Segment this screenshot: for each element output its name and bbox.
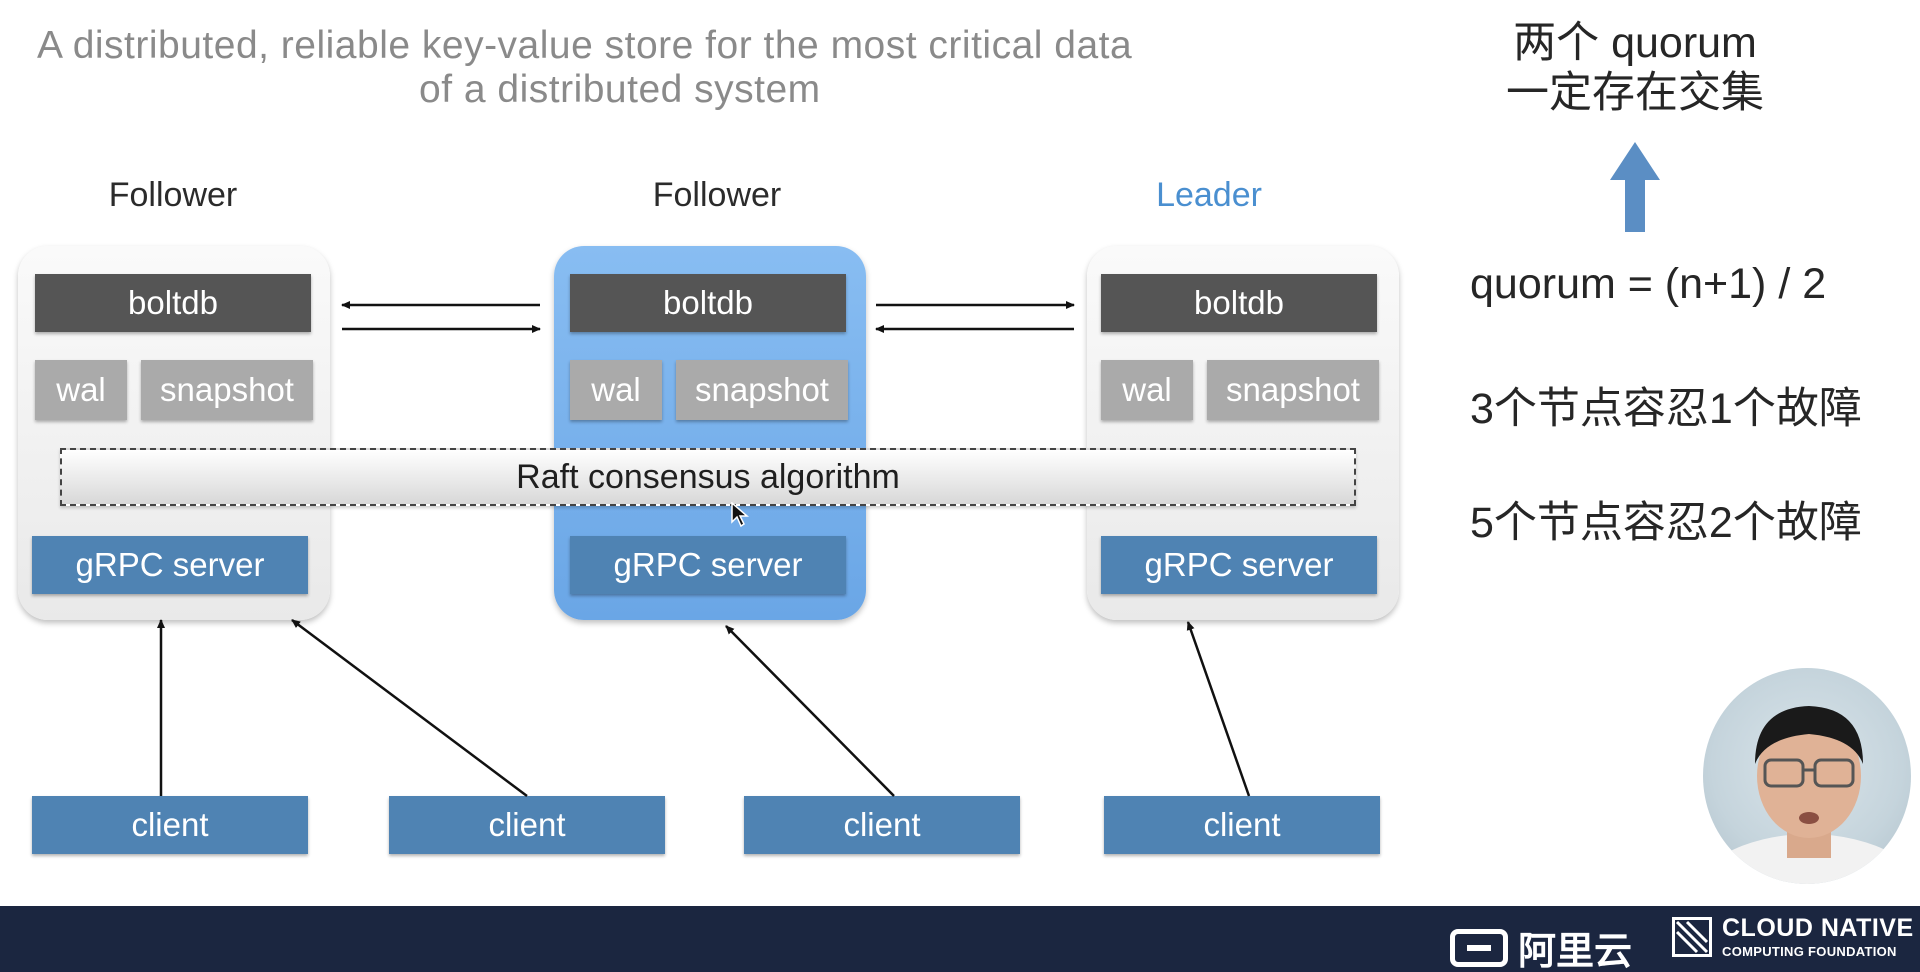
- up-arrow-icon: [1610, 142, 1660, 232]
- node-3-grpc-server: gRPC server: [1101, 536, 1377, 594]
- aliyun-logo: 阿里云: [1450, 920, 1632, 972]
- aliyun-logo-text: 阿里云: [1518, 931, 1633, 972]
- raft-consensus-band: Raft consensus algorithm: [60, 448, 1356, 506]
- node-2-role: Follower: [652, 176, 782, 214]
- node-2-wal: wal: [570, 360, 662, 420]
- aliyun-logo-icon: [1450, 928, 1508, 967]
- node-2-snapshot: snapshot: [676, 360, 848, 420]
- node-2-boltdb: boltdb: [570, 274, 846, 332]
- node-3-boltdb: boltdb: [1101, 274, 1377, 332]
- cncf-logo: CLOUD NATIVE COMPUTING FOUNDATION: [1672, 916, 1914, 958]
- slide-title-line-1: A distributed, reliable key-value store …: [37, 24, 1133, 67]
- cncf-logo-icon: [1672, 917, 1712, 957]
- node-3-snapshot: snapshot: [1207, 360, 1379, 420]
- node-1-role: Follower: [108, 176, 238, 214]
- node-1-snapshot: snapshot: [141, 360, 313, 420]
- slide-title-line-2: of a distributed system: [419, 68, 821, 111]
- cncf-logo-line-1: CLOUD NATIVE: [1722, 914, 1914, 942]
- client-1: client: [32, 796, 308, 854]
- node-3: boltdb wal snapshot gRPC server: [1087, 246, 1399, 620]
- client-2-arrow: [291, 618, 528, 798]
- footer-bar: 阿里云 CLOUD NATIVE COMPUTING FOUNDATION: [0, 906, 1920, 972]
- node-3-wal: wal: [1101, 360, 1193, 420]
- five-node-tolerance: 5个节点容忍2个故障: [1470, 499, 1862, 547]
- quorum-intersection-line-1: 两个 quorum: [1513, 19, 1757, 67]
- quorum-formula: quorum = (n+1) / 2: [1470, 260, 1827, 308]
- client-4: client: [1104, 796, 1380, 854]
- node-1-wal: wal: [35, 360, 127, 420]
- node-2: boltdb wal snapshot gRPC server: [554, 246, 866, 620]
- three-node-tolerance: 3个节点容忍1个故障: [1470, 385, 1862, 433]
- client-3: client: [744, 796, 1020, 854]
- node-1-boltdb: boltdb: [35, 274, 311, 332]
- node-2-grpc-server: gRPC server: [570, 536, 846, 594]
- client-4-arrow: [1186, 621, 1251, 797]
- presenter-avatar: [1703, 668, 1911, 884]
- node-3-role: Leader: [1156, 176, 1262, 214]
- node-1-grpc-server: gRPC server: [32, 536, 308, 594]
- quorum-intersection-note: 两个 quorum 一定存在交集: [1470, 18, 1800, 118]
- cncf-logo-line-2: COMPUTING FOUNDATION: [1722, 944, 1897, 959]
- quorum-intersection-line-2: 一定存在交集: [1506, 69, 1764, 117]
- mouse-cursor-icon: [731, 502, 750, 528]
- node-1: boltdb wal snapshot gRPC server: [18, 246, 330, 620]
- client-3-arrow: [725, 625, 895, 797]
- client-2: client: [389, 796, 665, 854]
